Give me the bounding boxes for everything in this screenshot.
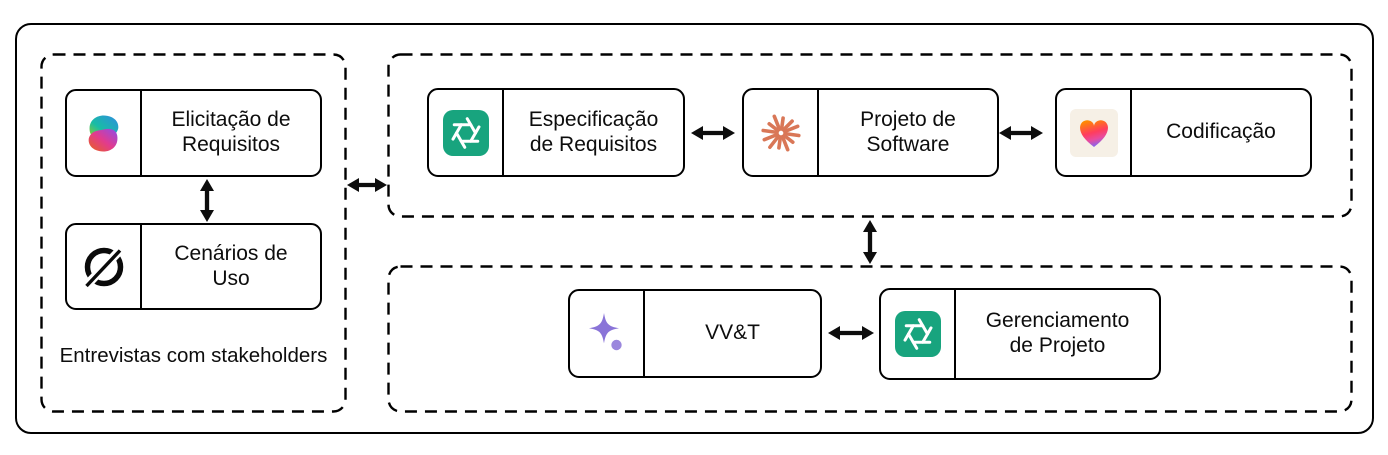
- node-label: Projeto de Software: [860, 107, 956, 156]
- arrow-especificacao-projeto: [691, 126, 735, 140]
- node-label: Elicitação de Requisitos: [171, 108, 291, 156]
- node-gerenciamento-de-projeto: Gerenciamento de Projeto: [879, 288, 1161, 380]
- group-management: [387, 265, 1353, 413]
- arrow-group-construction-management: [863, 220, 877, 264]
- node-label: Codificação: [1166, 120, 1276, 144]
- node-codificacao: Codificação: [1055, 88, 1312, 177]
- node-cenarios-de-uso: Cenários de Uso: [65, 223, 322, 310]
- claude-starburst-icon: [744, 90, 819, 175]
- chatgpt-icon: [429, 90, 504, 175]
- group-construction: [387, 53, 1353, 218]
- node-vvt: VV&T: [568, 289, 822, 378]
- node-especificacao-requisitos: Especificação de Requisitos: [427, 88, 685, 177]
- node-label: Gerenciamento de Projeto: [985, 309, 1130, 357]
- arrow-vvt-gerenciamento: [828, 326, 874, 340]
- group-caption: Entrevistas com stakeholders: [59, 344, 328, 367]
- arrow-projeto-codificacao: [999, 126, 1043, 140]
- arrow-elicitacao-cenarios: [200, 179, 214, 222]
- node-label: Especificação de Requisitos: [528, 107, 659, 156]
- node-label: VV&T: [705, 321, 760, 345]
- node-elicitacao-requisitos: Elicitação de Requisitos: [65, 89, 322, 177]
- node-label: Cenários de Uso: [174, 241, 288, 290]
- chatgpt-icon: [881, 290, 956, 378]
- lovable-heart-icon: [1057, 90, 1132, 175]
- claude-sparkle-icon: [570, 291, 645, 376]
- arrow-group-elicitation-construction: [347, 178, 387, 192]
- microsoft-copilot-icon: [67, 91, 142, 175]
- node-projeto-de-software: Projeto de Software: [742, 88, 999, 177]
- grok-circle-slash-icon: [67, 225, 142, 308]
- group-elicitation: [40, 53, 347, 413]
